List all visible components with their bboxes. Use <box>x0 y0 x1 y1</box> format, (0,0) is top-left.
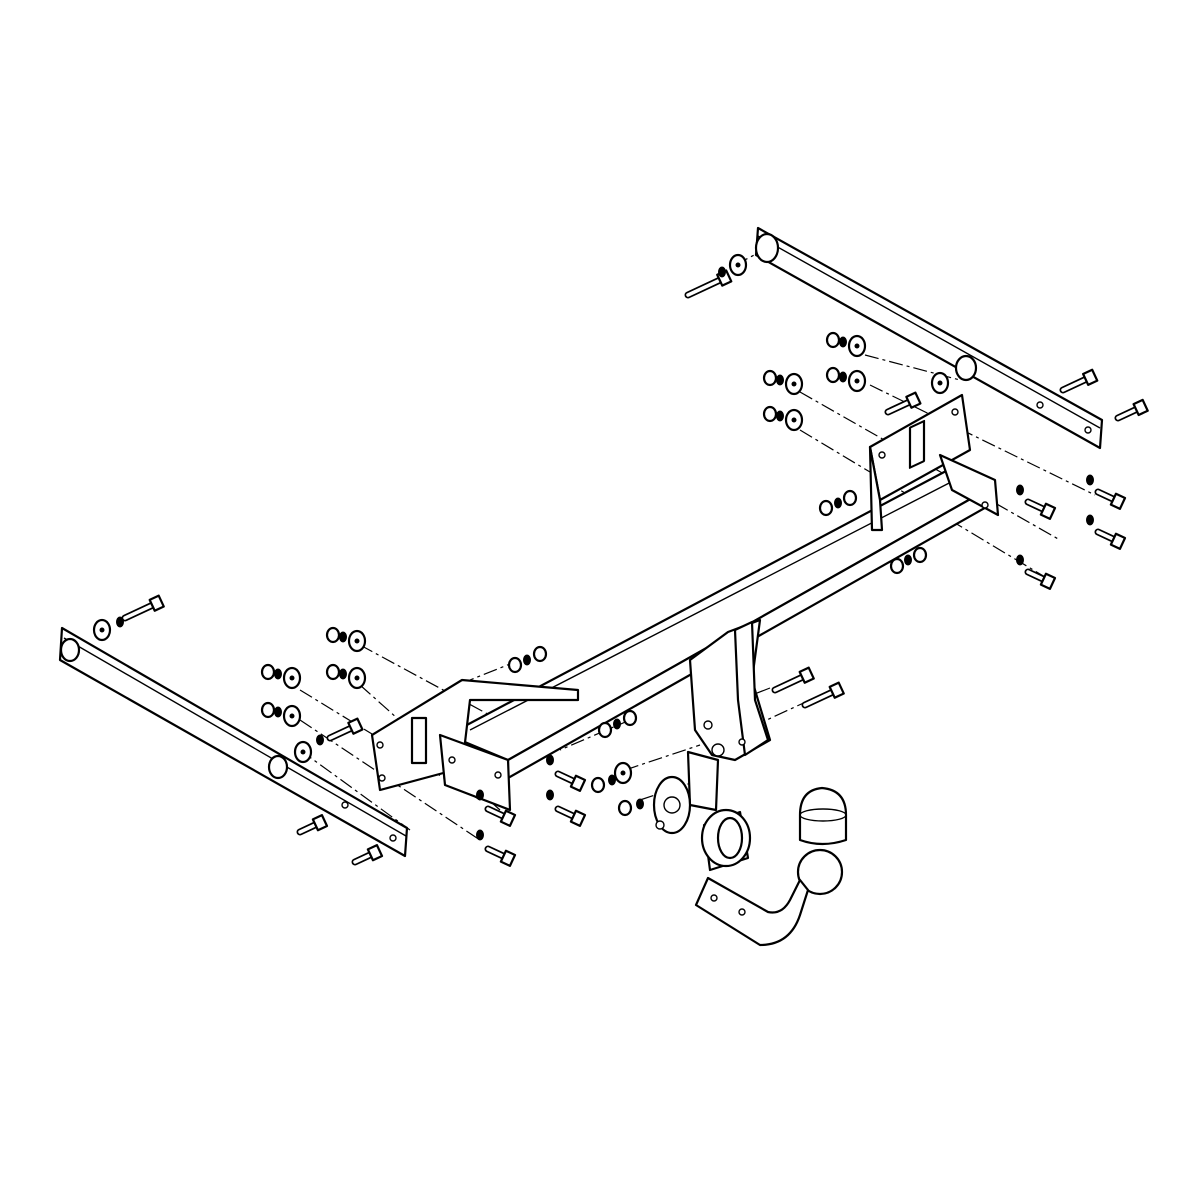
lock-washer <box>274 706 282 718</box>
washer-hole <box>937 380 943 386</box>
lock-washer <box>546 789 554 801</box>
lock-washer <box>839 371 847 383</box>
bolt-head <box>347 717 364 735</box>
lock-washer <box>608 774 616 786</box>
ball-cap <box>798 786 848 846</box>
bolt-head <box>311 814 329 832</box>
bolt-head <box>1039 502 1057 520</box>
nut <box>825 366 841 384</box>
lock-washer <box>613 718 621 730</box>
lock-washer <box>523 654 531 666</box>
lock-washer <box>718 266 726 278</box>
lock-washer <box>1016 554 1024 566</box>
bolt-head <box>569 809 587 827</box>
bolt-head <box>1082 368 1099 386</box>
bolt-head <box>148 594 165 612</box>
nut <box>260 701 276 719</box>
washer-hole <box>620 770 626 776</box>
right-side-bracket <box>868 393 1000 532</box>
washer-hole <box>354 675 360 681</box>
lock-washer <box>1016 484 1024 496</box>
bolt-head <box>1109 532 1127 550</box>
left-mounting-rail <box>58 626 409 858</box>
bolt-head <box>1039 572 1057 590</box>
lock-washer <box>776 410 784 422</box>
washer-hole <box>791 417 797 423</box>
left-side-bracket <box>370 678 580 812</box>
bolt-head <box>569 774 587 792</box>
lock-washer <box>339 668 347 680</box>
bolt-head <box>828 681 845 699</box>
bolt-head <box>499 849 517 867</box>
lock-washer <box>546 754 554 766</box>
electrical-socket <box>700 808 752 872</box>
washer-hole <box>791 381 797 387</box>
bolt-head <box>905 391 922 409</box>
nut <box>825 331 841 349</box>
nut <box>842 489 858 507</box>
bolt-head <box>1109 492 1127 510</box>
lock-washer <box>116 616 124 628</box>
nut <box>762 369 778 387</box>
lock-washer <box>316 734 324 746</box>
center-hitch-bracket <box>688 618 772 762</box>
nut <box>260 663 276 681</box>
nut <box>912 546 928 564</box>
nut <box>507 656 523 674</box>
washer-hole <box>735 262 741 268</box>
washer-hole <box>289 675 295 681</box>
nut <box>617 799 633 817</box>
socket-plate <box>652 750 720 835</box>
bolt-head <box>366 844 384 862</box>
bolt-head <box>499 809 517 827</box>
lock-washer <box>904 554 912 566</box>
bolt-shank <box>686 276 727 297</box>
nut <box>622 709 638 727</box>
washer-hole <box>854 343 860 349</box>
nut <box>590 776 606 794</box>
nut <box>325 626 341 644</box>
washer-hole <box>300 749 306 755</box>
nut <box>325 663 341 681</box>
lock-washer <box>339 631 347 643</box>
right-mounting-rail <box>754 226 1104 450</box>
lock-washer <box>636 798 644 810</box>
lock-washer <box>476 789 484 801</box>
washer-hole <box>99 627 105 633</box>
tow-ball-neck <box>694 848 844 947</box>
bolt-head <box>1132 398 1149 417</box>
nut <box>597 721 613 739</box>
nut <box>889 557 905 575</box>
bolt-head <box>798 666 815 684</box>
bolt-set <box>92 253 1149 867</box>
nut <box>762 405 778 423</box>
washer-hole <box>289 713 295 719</box>
nut <box>818 499 834 517</box>
lock-washer <box>476 829 484 841</box>
lock-washer <box>1086 514 1094 526</box>
lock-washer <box>1086 474 1094 486</box>
lock-washer <box>776 374 784 386</box>
lock-washer <box>839 336 847 348</box>
washer-hole <box>354 638 360 644</box>
lock-washer <box>834 497 842 509</box>
nut <box>532 645 548 663</box>
washer-hole <box>854 378 860 384</box>
lock-washer <box>274 668 282 680</box>
